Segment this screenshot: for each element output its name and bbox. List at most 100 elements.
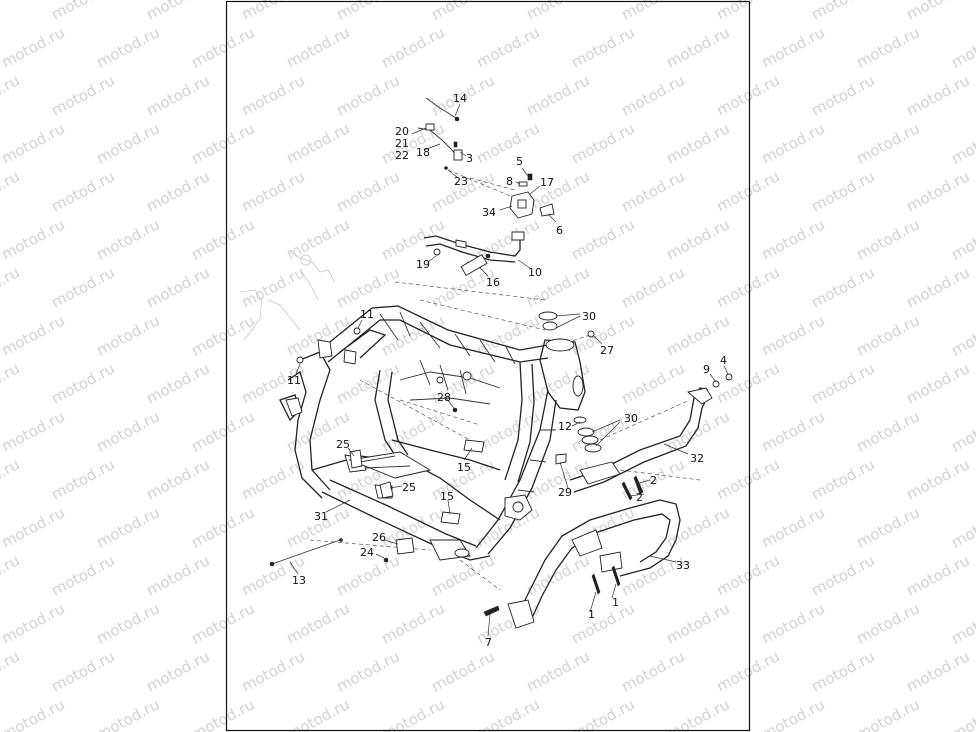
callout-3: 3 (466, 152, 473, 165)
watermark-text: motod.ru (808, 551, 877, 599)
watermark-text: motod.ru (903, 455, 972, 503)
watermark-text: motod.ru (568, 215, 637, 263)
watermark-text: motod.ru (618, 647, 687, 695)
callout-10: 10 (528, 266, 542, 279)
watermark-text: motod.ru (48, 71, 117, 119)
callout-11a: 11 (360, 308, 374, 321)
watermark-text: motod.ru (473, 695, 542, 732)
watermark-text: motod.ru (238, 0, 307, 24)
upper-parts (417, 97, 602, 453)
watermark-text: motod.ru (0, 599, 68, 647)
watermark-text: motod.ru (853, 503, 922, 551)
watermark-text: motod.ru (93, 407, 162, 455)
watermark-text: motod.ru (853, 215, 922, 263)
watermark-text: motod.ru (948, 311, 976, 359)
watermark-text: motod.ru (0, 0, 23, 24)
watermark-text: motod.ru (523, 0, 592, 24)
watermark-text: motod.ru (568, 599, 637, 647)
callout-7: 7 (485, 636, 492, 649)
watermark-text: motod.ru (853, 23, 922, 71)
watermark-text: motod.ru (48, 647, 117, 695)
watermark-text: motod.ru (188, 119, 257, 167)
watermark-text: motod.ru (48, 263, 117, 311)
watermark-text: motod.ru (48, 551, 117, 599)
watermark-text: motod.ru (808, 455, 877, 503)
watermark-text: motod.ru (853, 119, 922, 167)
watermark-text: motod.ru (188, 407, 257, 455)
page-border (225, 0, 751, 732)
watermark-text: motod.ru (473, 215, 542, 263)
watermark-text: motod.ru (758, 119, 827, 167)
watermark-text: motod.ru (948, 599, 976, 647)
crash-bar-lower (483, 499, 681, 629)
watermark-text: motod.ru (333, 263, 402, 311)
callout-8: 8 (506, 175, 513, 188)
watermark-text: motod.ru (48, 0, 117, 24)
callout-22: 22 (395, 149, 409, 162)
watermark-text: motod.ru (473, 23, 542, 71)
watermark-text: motod.ru (618, 71, 687, 119)
callout-31: 31 (314, 510, 328, 523)
watermark-text: motod.ru (333, 71, 402, 119)
callout-5: 5 (516, 155, 523, 168)
watermark-text: motod.ru (238, 455, 307, 503)
callout-23: 23 (454, 175, 468, 188)
watermark-text: motod.ru (948, 215, 976, 263)
watermark-text: motod.ru (758, 215, 827, 263)
callout-19: 19 (416, 258, 430, 271)
watermark-text: motod.ru (663, 119, 732, 167)
watermark-text: motod.ru (48, 359, 117, 407)
watermark-text: motod.ru (853, 599, 922, 647)
watermark-text: motod.ru (568, 23, 637, 71)
watermark-text: motod.ru (903, 167, 972, 215)
callout-1b: 1 (612, 596, 619, 609)
watermark-text: motod.ru (523, 167, 592, 215)
watermark-text: motod.ru (713, 71, 782, 119)
watermark-text: motod.ru (48, 167, 117, 215)
watermark-text: motod.ru (238, 263, 307, 311)
watermark-text: motod.ru (0, 167, 23, 215)
crash-bar-upper (569, 373, 733, 501)
watermark-text: motod.ru (618, 263, 687, 311)
leader-lines (289, 103, 729, 637)
callout-25b: 25 (402, 481, 416, 494)
watermark-text: motod.ru (0, 71, 23, 119)
watermark-text: motod.ru (523, 551, 592, 599)
watermark-text: motod.ru (618, 0, 687, 24)
watermark-text: motod.ru (48, 455, 117, 503)
watermark-text: motod.ru (0, 455, 23, 503)
watermark-text: motod.ru (428, 647, 497, 695)
watermark-text: motod.ru (808, 0, 877, 24)
callout-29: 29 (558, 486, 572, 499)
watermark-text: motod.ru (903, 263, 972, 311)
watermark-text: motod.ru (93, 23, 162, 71)
watermark-text: motod.ru (808, 167, 877, 215)
watermark-text: motod.ru (283, 119, 352, 167)
callout-32: 32 (690, 452, 704, 465)
small-parts (269, 327, 567, 567)
watermark-text: motod.ru (0, 119, 68, 167)
watermark-text: motod.ru (93, 599, 162, 647)
watermark-text: motod.ru (143, 647, 212, 695)
watermark-text: motod.ru (238, 71, 307, 119)
watermark-text: motod.ru (903, 647, 972, 695)
watermark-text: motod.ru (713, 455, 782, 503)
callout-34: 34 (482, 206, 496, 219)
callout-6: 6 (556, 224, 563, 237)
watermark-text: motod.ru (663, 23, 732, 71)
callout-2a: 2 (650, 474, 657, 487)
callout-24: 24 (360, 546, 374, 559)
watermark-text: motod.ru (473, 311, 542, 359)
callout-28: 28 (437, 391, 451, 404)
watermark-text: motod.ru (758, 599, 827, 647)
watermark-text: motod.ru (378, 407, 447, 455)
callout-33: 33 (676, 559, 690, 572)
watermark-text: motod.ru (853, 407, 922, 455)
watermark-text: motod.ru (948, 23, 976, 71)
watermark-text: motod.ru (378, 599, 447, 647)
watermark-text: motod.ru (93, 311, 162, 359)
watermark-text: motod.ru (283, 23, 352, 71)
callout-4: 4 (720, 354, 727, 367)
watermark-text: motod.ru (523, 647, 592, 695)
watermark-text: motod.ru (948, 119, 976, 167)
